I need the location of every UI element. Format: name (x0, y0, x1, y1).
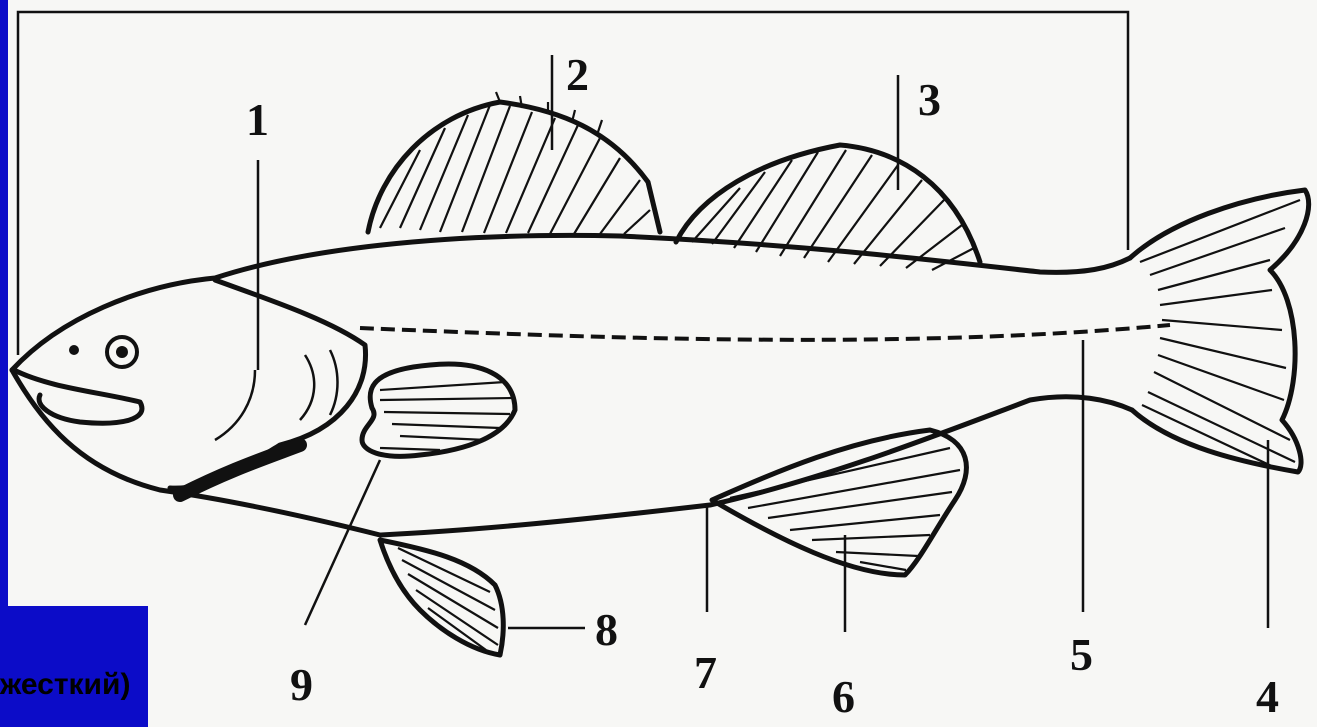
label-4: 4 (1256, 671, 1279, 722)
label-5: 5 (1070, 629, 1093, 680)
label-3: 3 (918, 74, 941, 125)
caption-fragment: жесткий) (0, 668, 130, 702)
diagram-paper (8, 0, 1317, 727)
label-8: 8 (595, 604, 618, 655)
label-6: 6 (832, 671, 855, 722)
label-7: 7 (694, 647, 717, 698)
label-1: 1 (246, 94, 269, 145)
label-2: 2 (566, 49, 589, 100)
label-9: 9 (290, 659, 313, 710)
